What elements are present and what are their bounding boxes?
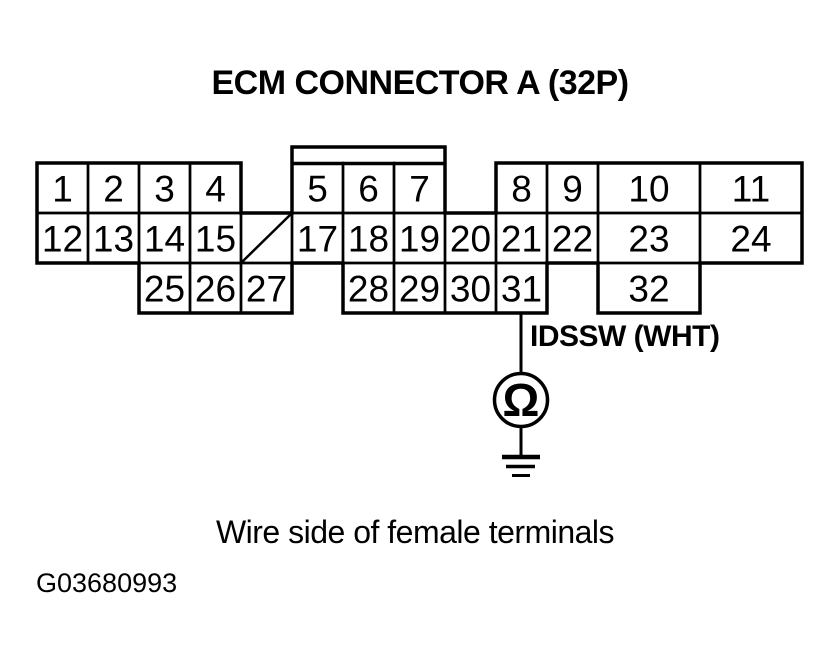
pin-label-8: 8 [511,169,532,210]
pin-label-7: 7 [409,169,430,210]
pin-label-23: 23 [628,219,669,260]
pin-label-32: 32 [628,269,669,310]
pin-label-31: 31 [501,269,542,310]
connector-keying-tab [290,145,447,166]
pin-label-9: 9 [562,169,583,210]
pin-label-25: 25 [144,269,185,310]
page-title: ECM CONNECTOR A (32P) [211,64,629,102]
diagram-caption: Wire side of female terminals [215,514,615,550]
wire-label: IDSSW (WHT) [530,320,720,353]
pin-label-26: 26 [195,269,236,310]
blocked-cell-slash-icon [241,213,292,263]
pin-label-17: 17 [297,219,338,260]
pin-label-20: 20 [450,219,491,260]
pin-label-10: 10 [628,169,669,210]
connector-outline [35,145,804,315]
pin-label-6: 6 [358,169,379,210]
pin-label-24: 24 [730,219,771,260]
pin-label-4: 4 [205,169,226,210]
pin-label-30: 30 [450,269,491,310]
pin-label-21: 21 [501,219,542,260]
pin-label-3: 3 [154,169,175,210]
ground-icon [502,454,540,477]
pin-label-28: 28 [348,269,389,310]
pin-label-14: 14 [144,219,185,260]
pin-label-18: 18 [348,219,389,260]
pin-label-15: 15 [195,219,236,260]
pin-label-29: 29 [399,269,440,310]
figure-id: G03680993 [36,568,178,598]
pin-label-1: 1 [52,169,73,210]
ohmmeter-icon [492,371,550,429]
pin-label-22: 22 [552,219,593,260]
pin-label-13: 13 [93,219,134,260]
pin-label-19: 19 [399,219,440,260]
ohmmeter-symbol: Ω [503,374,540,426]
pin-label-11: 11 [732,169,770,210]
pin-label-2: 2 [103,169,124,210]
pin-label-5: 5 [307,169,328,210]
pin-label-27: 27 [246,269,287,310]
pin-label-12: 12 [42,219,83,260]
